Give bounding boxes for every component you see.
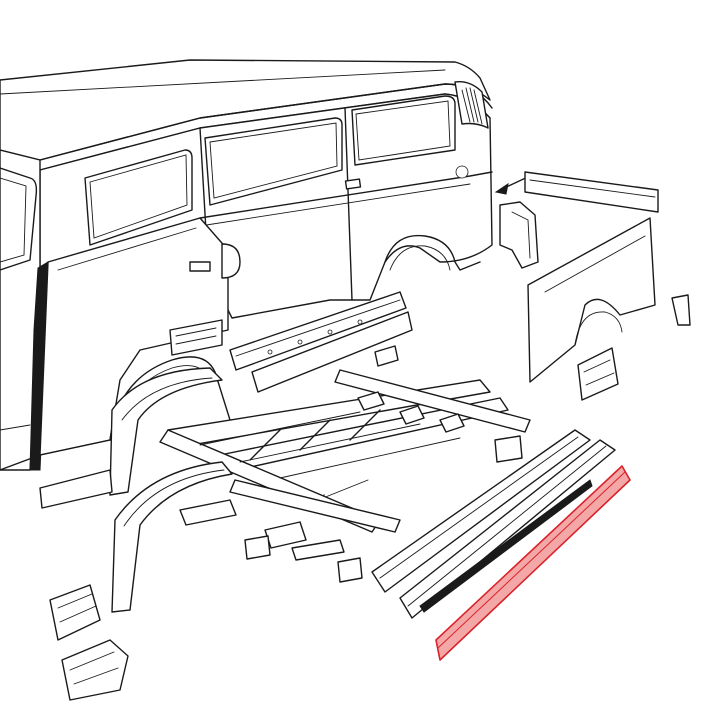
front-corner-section — [49, 584, 101, 641]
frame-longitudinal-right — [334, 369, 531, 433]
wheel-arch-lower — [111, 461, 233, 613]
sill-seal-strip — [419, 479, 593, 613]
outer-sill-cover — [251, 311, 413, 393]
wheel-arch-inner — [109, 367, 223, 496]
rear-bumper-bracket — [671, 294, 691, 326]
upper-sill-panels — [229, 291, 413, 393]
front-wheel-housing — [39, 367, 233, 701]
rear-corner-bracket — [499, 201, 539, 269]
rear-window — [351, 95, 456, 166]
middle-window — [204, 117, 343, 206]
rear-wheel-arch — [384, 234, 481, 271]
side-mirror — [221, 243, 241, 279]
vent-grille — [454, 81, 489, 129]
front-side-window — [84, 149, 193, 246]
rocker-panel-outer-sill[interactable] — [435, 465, 631, 661]
rear-quarter-panel — [527, 217, 656, 383]
highlighted-rocker-panel[interactable] — [435, 465, 631, 661]
chassis-frame — [159, 345, 531, 583]
front-step-section — [61, 639, 129, 701]
rocker-panel-crease — [437, 471, 626, 649]
floor-bracket — [357, 391, 465, 433]
inner-rocker-channel — [371, 429, 591, 593]
inner-arch-rail — [39, 469, 113, 509]
van-body — [0, 59, 493, 471]
rear-valance-strip — [524, 171, 659, 213]
door-handle — [344, 178, 362, 190]
inner-sill-panel — [229, 291, 407, 371]
sill-reinforcement — [399, 439, 616, 619]
rear-quarter-parts — [499, 171, 691, 401]
sill-assemblies — [371, 429, 616, 619]
fuel-cap — [455, 165, 469, 179]
